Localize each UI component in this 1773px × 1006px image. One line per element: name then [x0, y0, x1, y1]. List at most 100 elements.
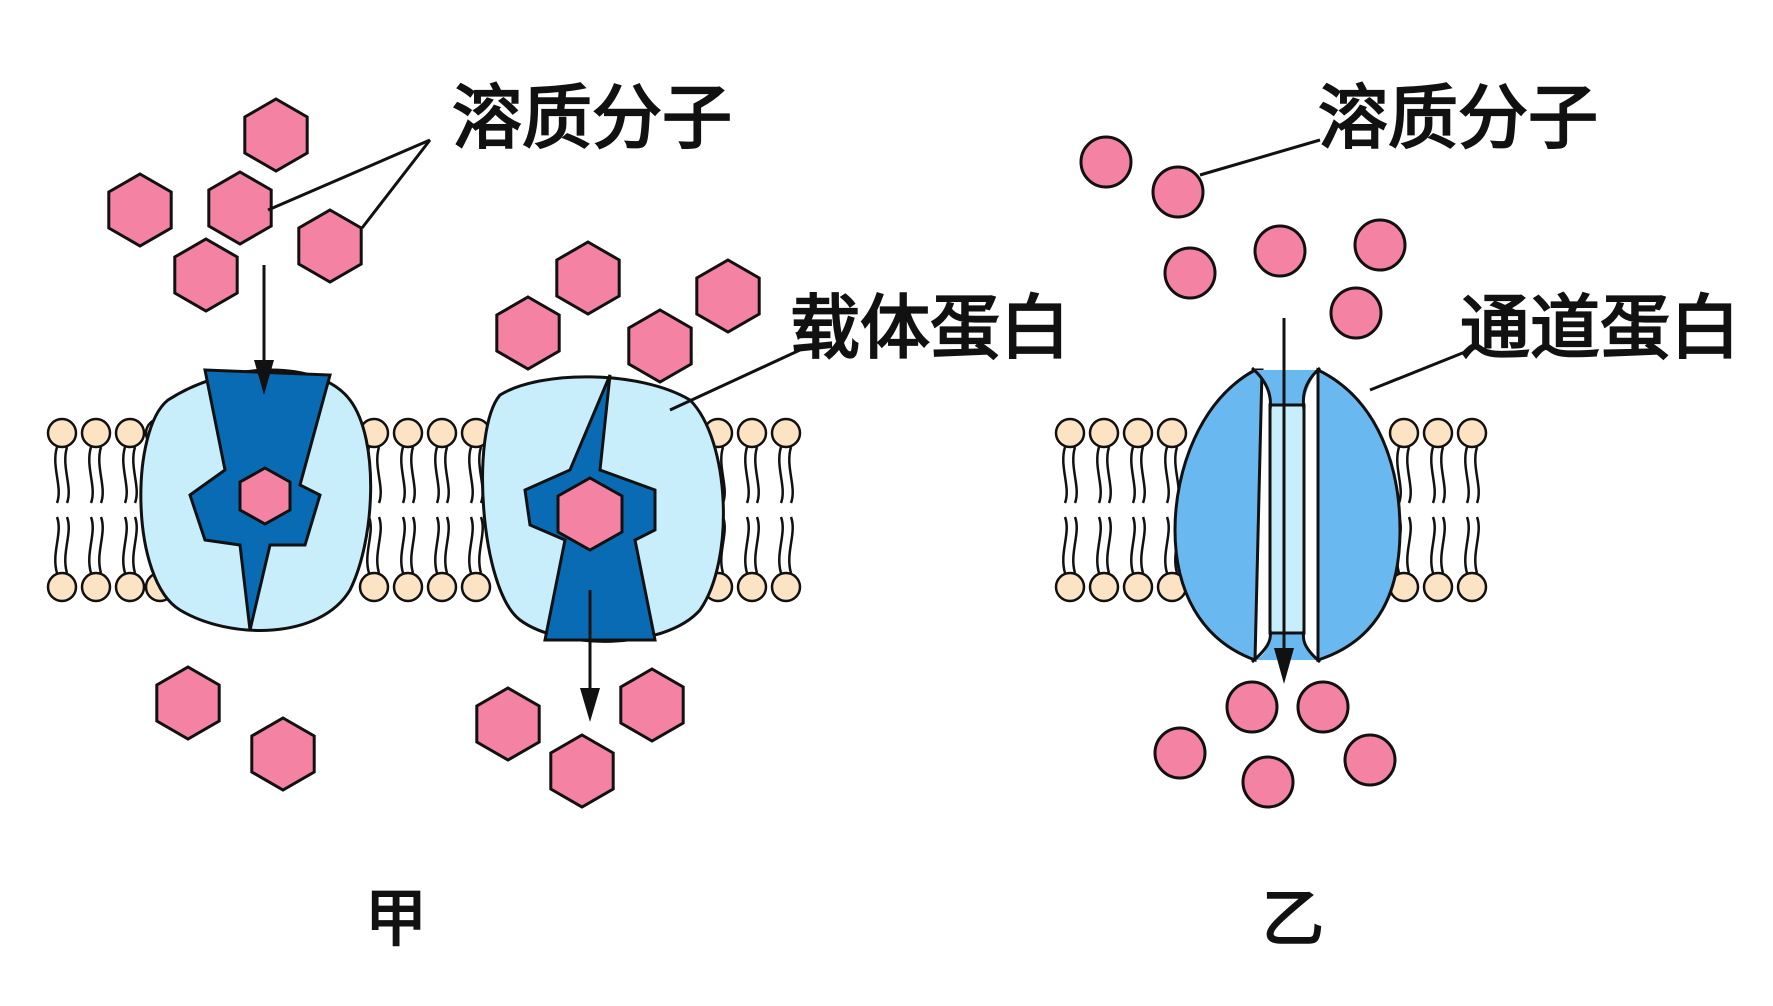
solute-circle — [1329, 286, 1383, 340]
phospholipid-tail — [1164, 446, 1170, 504]
phospholipid-tail — [1062, 446, 1068, 504]
phospholipid-tail — [132, 516, 138, 574]
solute-hexagon — [555, 240, 621, 316]
arrow-out-of-carrier — [580, 590, 600, 722]
phospholipid-tail — [1440, 446, 1446, 504]
phospholipid-head — [770, 571, 802, 603]
carrier-protein-2 — [481, 374, 725, 643]
carrier-leader-line — [669, 348, 801, 412]
solute-circle — [1296, 680, 1350, 734]
solute-circle — [1163, 246, 1217, 300]
panel-left-carrier: 溶质分子 载体蛋白 甲 — [46, 76, 1070, 955]
arrow-through-channel — [1274, 318, 1294, 684]
phospholipid-head — [426, 571, 458, 603]
phospholipid-head — [46, 417, 78, 449]
solute-leader-lines — [267, 138, 432, 229]
channel-protein — [1173, 366, 1402, 664]
phospholipid-tail — [434, 516, 440, 574]
phospholipid-tail — [132, 446, 138, 504]
phospholipid-head — [1456, 417, 1488, 449]
phospholipid-tail — [1106, 446, 1112, 504]
phospholipid-head — [392, 571, 424, 603]
phospholipid-head — [1422, 417, 1454, 449]
phospholipid-head — [460, 571, 492, 603]
phospholipid-tail — [778, 446, 784, 504]
phospholipid-tail — [744, 516, 750, 574]
phospholipid-tail — [1140, 446, 1146, 504]
phospholipid-tail — [468, 516, 474, 574]
phospholipid-tail — [122, 446, 128, 504]
phospholipid-head — [1122, 571, 1154, 603]
phospholipid-tail — [1430, 516, 1436, 574]
phospholipid-tail — [1430, 446, 1436, 504]
solute-circle — [1153, 726, 1207, 780]
phospholipid-tail — [88, 516, 94, 574]
solute-circle — [1343, 733, 1397, 787]
phospholipid-head — [736, 417, 768, 449]
phospholipid-tail — [1072, 516, 1078, 574]
solute-hexagon — [695, 258, 761, 334]
solute-circle — [1253, 224, 1307, 278]
phospholipid-tail — [122, 516, 128, 574]
phospholipid-tail — [88, 446, 94, 504]
phospholipid-tail — [54, 446, 60, 504]
phospholipid-tail — [478, 516, 484, 574]
bound-solute-hexagon — [238, 466, 292, 526]
solute-hexagon — [173, 237, 239, 313]
phospholipid-tail — [434, 446, 440, 504]
phospholipid-tail — [376, 516, 382, 574]
phospholipid-tail — [1440, 516, 1446, 574]
phospholipid-tail — [754, 446, 760, 504]
phospholipid-head — [114, 571, 146, 603]
phospholipid-tail — [98, 446, 104, 504]
phospholipid-tail — [744, 446, 750, 504]
solute-circles — [1079, 135, 1407, 809]
channel-pore — [1268, 403, 1306, 635]
phospholipid-head — [80, 571, 112, 603]
arrow-into-carrier — [254, 265, 274, 395]
phospholipid-tail — [400, 446, 406, 504]
phospholipid-head — [392, 417, 424, 449]
phospholipid-tail — [64, 516, 70, 574]
phospholipid-tail — [54, 516, 60, 574]
phospholipid-tail — [410, 446, 416, 504]
solute-label-right: 溶质分子 — [1318, 76, 1598, 159]
phospholipid-head — [1456, 571, 1488, 603]
phospholipid-tail — [788, 516, 794, 574]
solute-hexagon — [627, 308, 693, 384]
phospholipid-head — [1122, 417, 1154, 449]
phospholipid-head — [1156, 417, 1188, 449]
phospholipid-tail — [444, 446, 450, 504]
phospholipid-head — [1422, 571, 1454, 603]
phospholipid-tail — [444, 516, 450, 574]
solute-hexagon — [549, 733, 615, 809]
phospholipid-tail — [400, 516, 406, 574]
carrier-protein-label: 载体蛋白 — [790, 286, 1070, 369]
phospholipid-head — [46, 571, 78, 603]
phospholipid-tail — [1130, 516, 1136, 574]
phospholipid-tail — [1474, 516, 1480, 574]
phospholipid-tail — [1406, 516, 1412, 574]
solute-circle — [1151, 165, 1205, 219]
phospholipid-tail — [1106, 516, 1112, 574]
caption-jia: 甲 — [365, 882, 427, 955]
channel-leader-line — [1369, 348, 1471, 392]
phospholipid-tail — [1474, 446, 1480, 504]
solute-hexagon — [495, 295, 561, 371]
solute-hexagons — [107, 97, 761, 809]
lipid-bilayer-right — [1054, 417, 1488, 603]
phospholipid-tail — [468, 446, 474, 504]
solute-hexagon — [243, 97, 309, 173]
solute-hexagon — [107, 172, 173, 248]
phospholipid-head — [1088, 571, 1120, 603]
phospholipid-head — [1054, 417, 1086, 449]
solute-circle — [1241, 755, 1295, 809]
phospholipid-tail — [410, 516, 416, 574]
phospholipid-head — [1388, 417, 1420, 449]
bound-solute-hexagon — [556, 476, 624, 552]
phospholipid-tail — [754, 516, 760, 574]
phospholipid-head — [1088, 417, 1120, 449]
phospholipid-tail — [1464, 446, 1470, 504]
carrier-protein-1 — [139, 368, 373, 632]
